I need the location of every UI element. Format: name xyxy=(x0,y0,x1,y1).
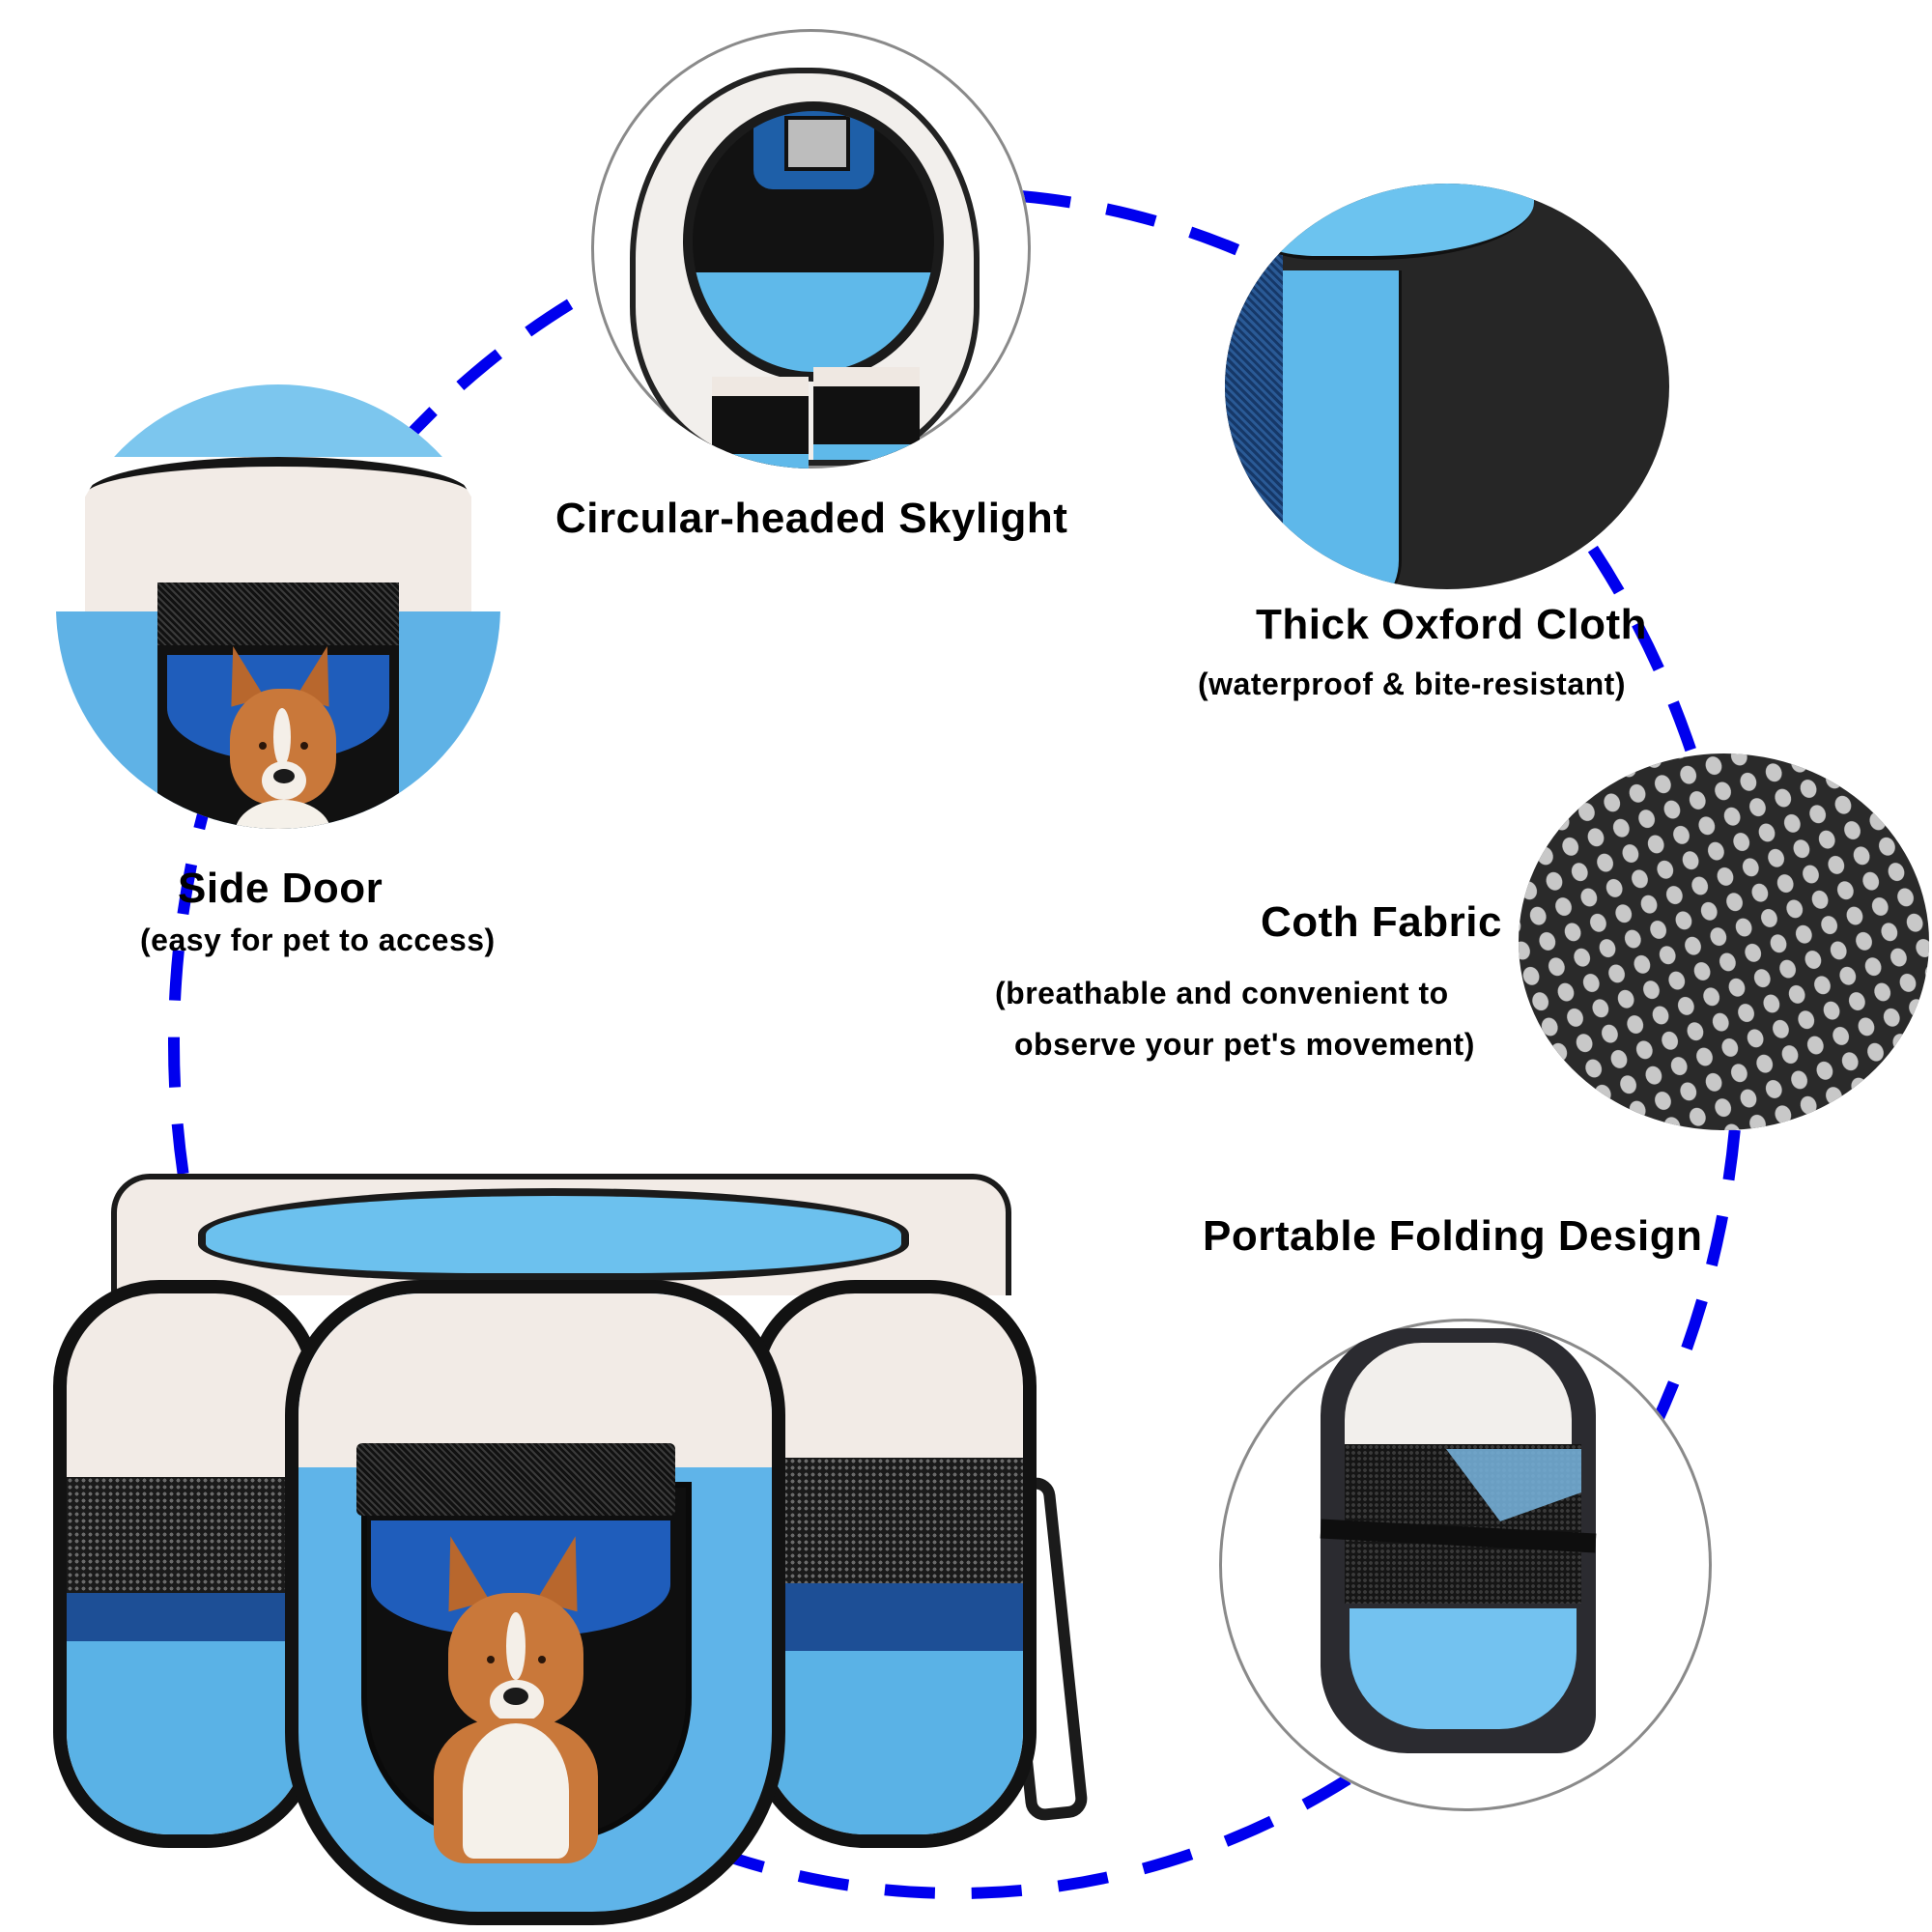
feature-title-mesh: Coth Fabric xyxy=(1261,898,1502,946)
side-door-detail-image xyxy=(56,384,500,829)
mesh-fabric-detail-image xyxy=(1519,753,1929,1130)
skylight-lid xyxy=(198,1188,909,1281)
side-panel xyxy=(712,377,809,469)
oxford-cloth-detail-image xyxy=(1225,184,1669,589)
front-door-panel xyxy=(285,1280,785,1925)
feature-title-skylight: Circular-headed Skylight xyxy=(555,495,1068,542)
feature-subtitle-mesh-line2: observe your pet's movement) xyxy=(1014,1027,1475,1062)
rolled-door-flap xyxy=(356,1443,675,1516)
side-panel-right xyxy=(749,1280,1037,1848)
feature-title-oxford: Thick Oxford Cloth xyxy=(1256,601,1647,648)
side-panel xyxy=(813,367,920,460)
rolled-door-flap xyxy=(157,582,399,645)
skylight-detail-image xyxy=(591,29,1031,469)
feature-subtitle-mesh-line1: (breathable and convenient to xyxy=(995,976,1449,1010)
folding-detail-image xyxy=(1219,1319,1712,1811)
folded-playpen xyxy=(1320,1328,1597,1753)
feature-subtitle-side-door: (easy for pet to access) xyxy=(140,923,496,957)
main-playpen-image xyxy=(53,1135,1090,1925)
feature-subtitle-oxford: (waterproof & bite-resistant) xyxy=(1198,667,1626,701)
skylight-opening xyxy=(683,101,944,382)
side-panel-left xyxy=(53,1280,322,1848)
feature-title-folding: Portable Folding Design xyxy=(1203,1212,1703,1260)
feature-title-side-door: Side Door xyxy=(178,865,384,912)
